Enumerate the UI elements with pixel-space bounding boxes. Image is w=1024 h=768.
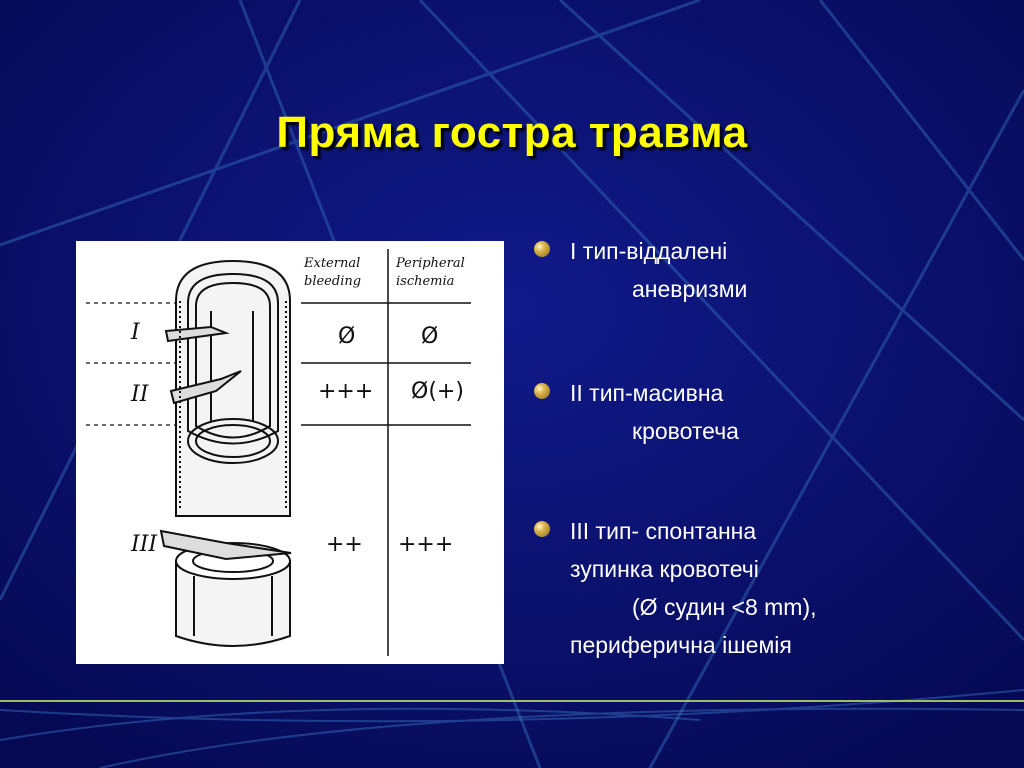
bullet-line: периферична ішемія — [570, 626, 817, 664]
row-label-3: III — [130, 532, 158, 557]
header-peripheral-line2: ischemia — [396, 274, 454, 289]
bullet-line: III тип- спонтанна — [570, 512, 817, 550]
cell-external-2: +++ — [318, 379, 373, 404]
bullet-line: кровотеча — [570, 412, 739, 450]
cell-peripheral-1: Ø — [421, 324, 438, 349]
bullet-icon — [534, 241, 550, 257]
bullet-item: I тип-віддалені аневризми — [534, 232, 747, 308]
header-peripheral-line1: Peripheral — [395, 256, 465, 271]
cell-external-3: ++ — [326, 532, 363, 557]
cell-external-1: Ø — [338, 324, 355, 349]
cell-peripheral-3: +++ — [398, 532, 453, 557]
header-external-line1: External — [303, 256, 360, 271]
bullet-item: II тип-масивна кровотеча — [534, 374, 739, 450]
bullet-line: II тип-масивна — [570, 374, 739, 412]
row-label-1: I — [130, 320, 141, 345]
bullet-icon — [534, 383, 550, 399]
header-external-line2: bleeding — [304, 274, 361, 289]
cell-peripheral-2: Ø(+) — [411, 379, 464, 404]
bullet-icon — [534, 521, 550, 537]
bullet-line: зупинка кровотечі — [570, 550, 817, 588]
row-label-2: II — [130, 382, 150, 407]
bullet-line: (Ø судин <8 mm), — [570, 588, 817, 626]
vessel-injury-figure: External bleeding Peripheral ischemia I … — [76, 241, 504, 664]
bullet-line: аневризми — [570, 270, 747, 308]
bullet-item: III тип- спонтанна зупинка кровотечі (Ø … — [534, 512, 817, 664]
vessel-illustration — [161, 261, 291, 646]
slide-title: Пряма гостра травма — [0, 108, 1024, 158]
bullet-line: I тип-віддалені — [570, 232, 747, 270]
